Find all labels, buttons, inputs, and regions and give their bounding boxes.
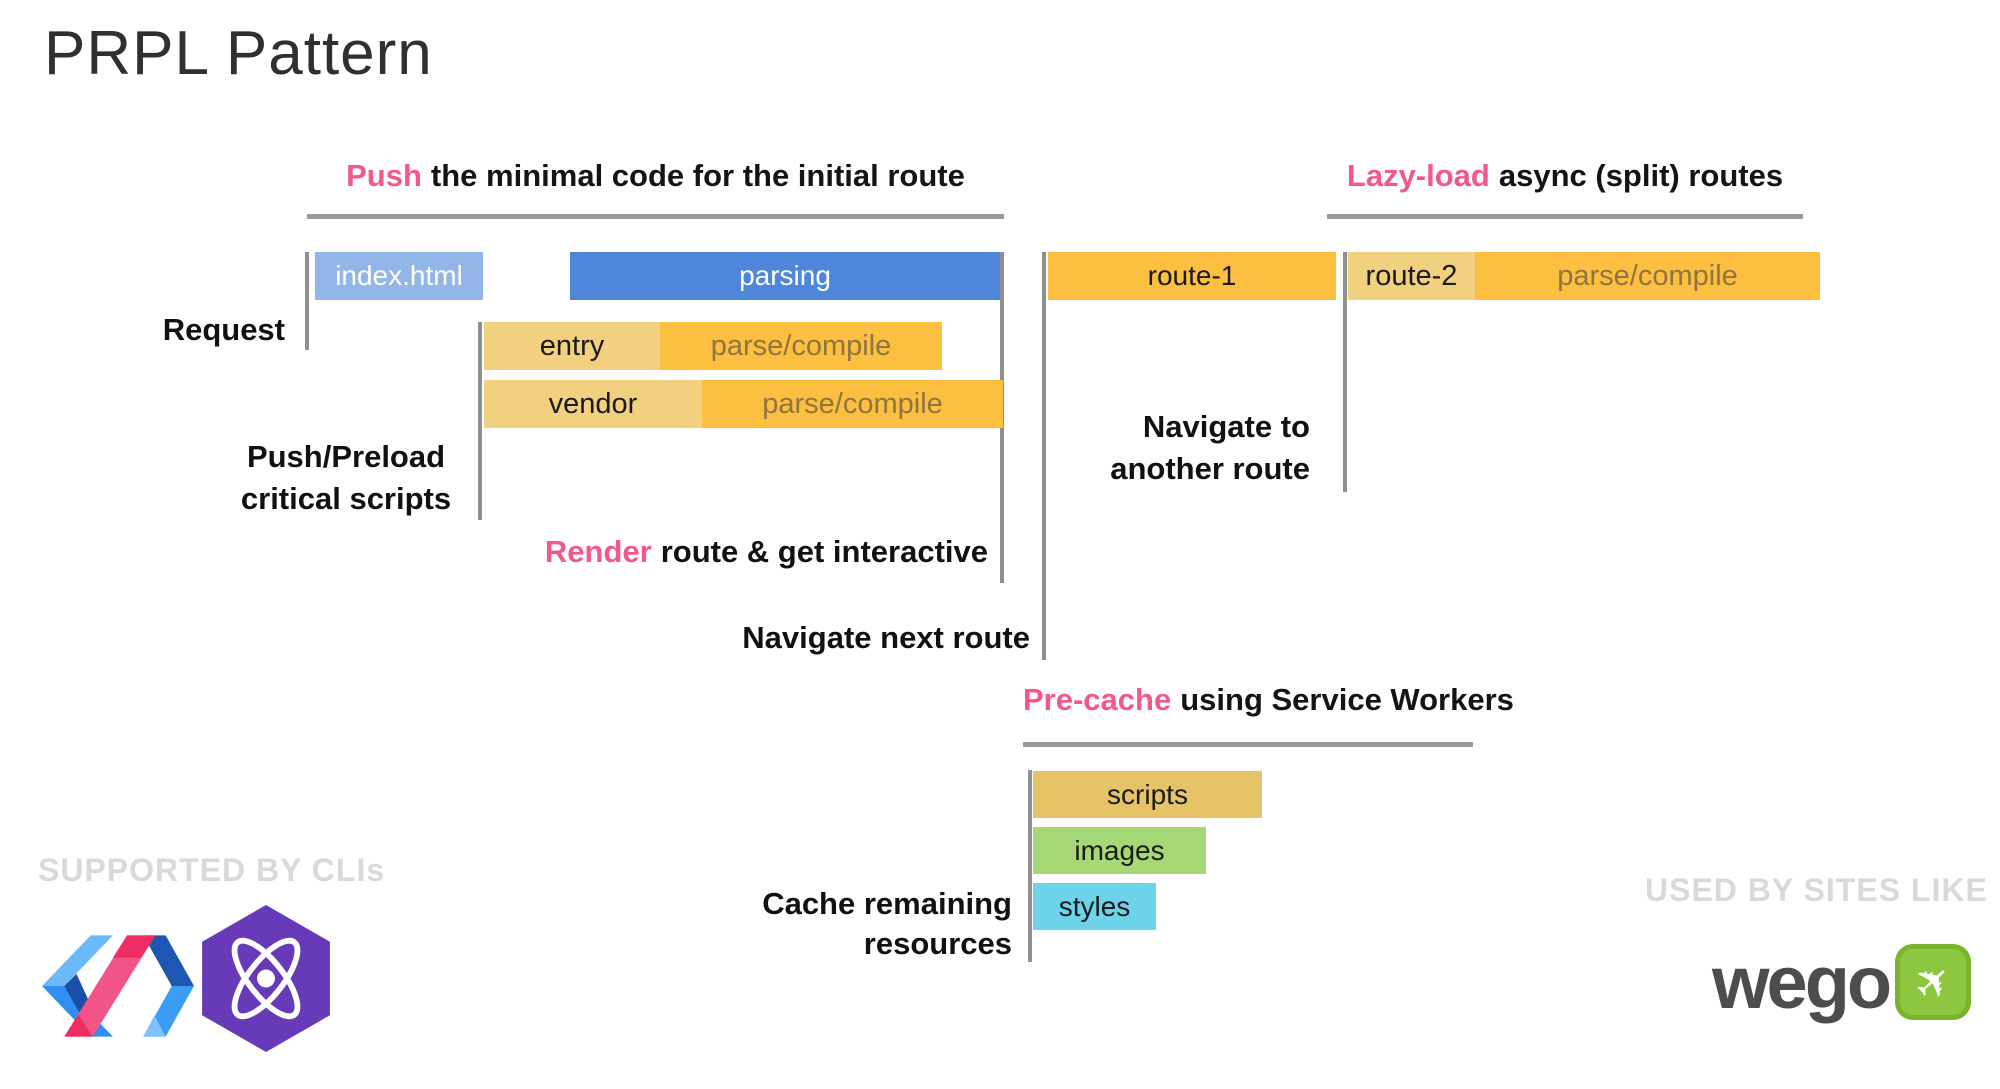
bar-route-2-group: route-2 parse/compile xyxy=(1348,252,1820,300)
push-highlight: Push xyxy=(346,158,422,193)
precache-rest: using Service Workers xyxy=(1180,682,1514,717)
bar-route-1: route-1 xyxy=(1048,252,1336,300)
wego-badge: ✈ xyxy=(1895,944,1972,1020)
cache-marker-line xyxy=(1028,770,1032,962)
bar-vendor-group: vendor parse/compile xyxy=(484,380,1003,428)
push-preload-marker-line xyxy=(478,322,482,520)
used-by-sites-label: USED BY SITES LIKE xyxy=(1645,872,1988,908)
airplane-icon: ✈ xyxy=(1903,951,1964,1013)
bar-scripts: scripts xyxy=(1033,771,1262,818)
lazy-highlight: Lazy-load xyxy=(1346,158,1490,193)
bar-route-2: route-2 xyxy=(1348,252,1475,300)
cache-remaining-label-line2: resources xyxy=(863,926,1012,961)
wego-logo-text: wego xyxy=(1712,941,1892,1024)
bar-images: images xyxy=(1033,827,1206,874)
navigate-another-marker-line xyxy=(1343,252,1347,492)
navigate-another-label: Navigate to another route xyxy=(895,406,1310,490)
preact-logo xyxy=(202,905,330,1052)
polymer-logo xyxy=(42,935,194,1037)
bar-entry: entry xyxy=(484,322,660,370)
cache-remaining-label: Cache remaining resources xyxy=(612,884,1012,964)
lazy-rest: async (split) routes xyxy=(1498,158,1784,193)
bar-vendor: vendor xyxy=(484,380,702,428)
push-preload-label-line1: Push/Preload xyxy=(246,439,446,474)
navigate-next-label: Navigate next route xyxy=(742,620,1030,655)
wego-logo: wego ✈ xyxy=(1712,941,1972,1024)
push-preload-label: Push/Preload critical scripts xyxy=(230,436,462,520)
bar-parsing: parsing xyxy=(570,252,1000,300)
render-rest: route & get interactive xyxy=(660,534,988,569)
push-section-underline xyxy=(307,214,1004,219)
precache-section-underline xyxy=(1023,742,1473,747)
request-marker-line xyxy=(305,252,309,350)
bar-entry-parse-compile: parse/compile xyxy=(660,322,942,370)
push-preload-label-line2: critical scripts xyxy=(240,481,452,516)
supported-by-clis-label: SUPPORTED BY CLIs xyxy=(38,852,386,888)
navigate-another-label-line2: another route xyxy=(1110,451,1310,486)
push-rest: the minimal code for the initial route xyxy=(430,158,965,193)
render-highlight: Render xyxy=(544,534,652,569)
page-title: PRPL Pattern xyxy=(44,19,433,88)
bar-route-2-parse-compile: parse/compile xyxy=(1475,252,1820,300)
bar-index-html: index.html xyxy=(315,252,483,300)
navigate-next-marker-line xyxy=(1042,252,1046,660)
bar-vendor-parse-compile: parse/compile xyxy=(702,380,1003,428)
cache-remaining-label-line1: Cache remaining xyxy=(762,886,1012,921)
lazy-section-underline xyxy=(1327,214,1803,219)
precache-highlight: Pre-cache xyxy=(1023,682,1172,717)
bar-entry-group: entry parse/compile xyxy=(484,322,942,370)
request-label: Request xyxy=(162,312,285,347)
navigate-another-label-line1: Navigate to xyxy=(1142,409,1310,444)
bar-styles: styles xyxy=(1033,883,1156,930)
